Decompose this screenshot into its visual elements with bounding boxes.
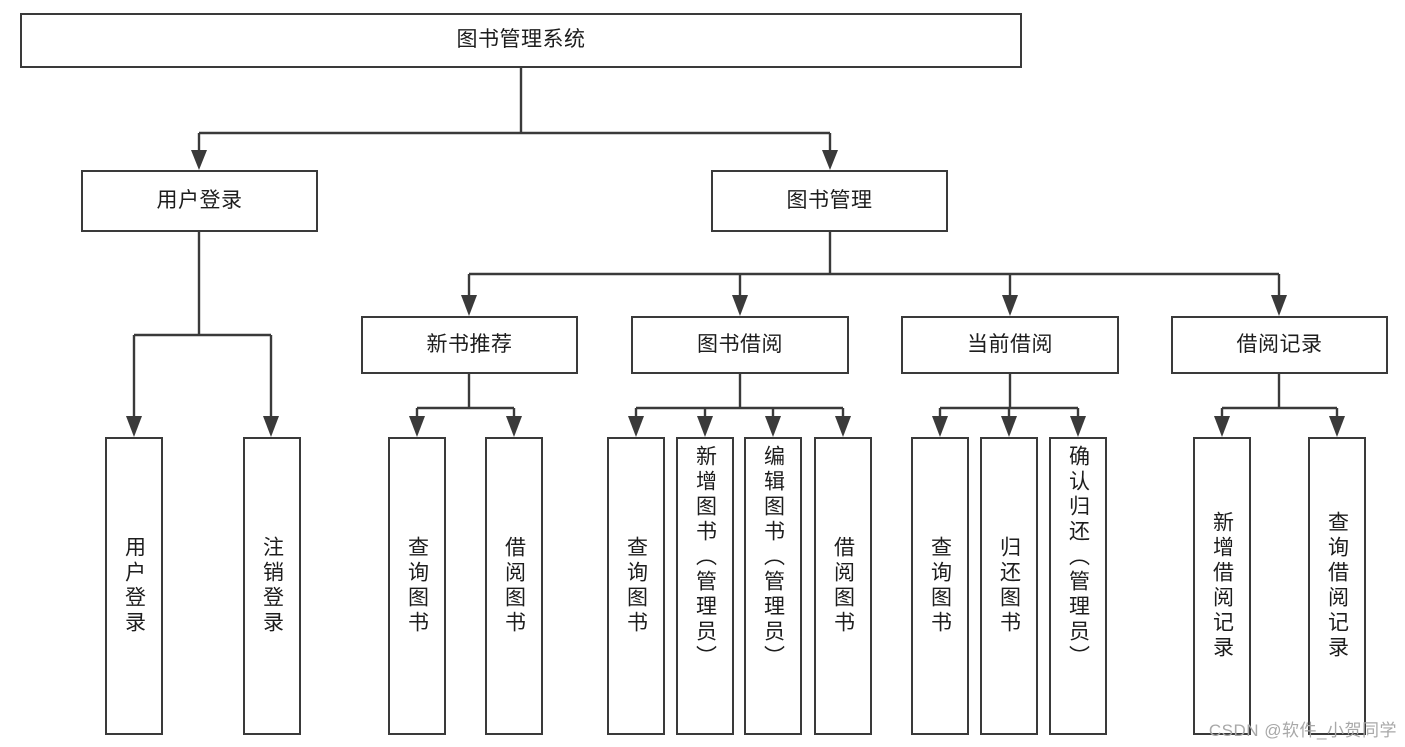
node-label-current-borrow: 当前借阅: [967, 332, 1053, 356]
leaf-borrow-edit-book[interactable]: 编辑图书（管理员）: [744, 437, 802, 735]
leaf-borrow-add-book[interactable]: 新增图书（管理员）: [676, 437, 734, 735]
arrow-level3-1: [461, 295, 477, 316]
leaf-label-user-login-logout: 注销登录: [260, 536, 284, 636]
arrow-level3-2: [732, 295, 748, 316]
leaf-label-borrow-borrow-book: 借阅图书: [831, 536, 855, 636]
leaf-current-query-book[interactable]: 查询图书: [911, 437, 969, 735]
leaf-current-return-book[interactable]: 归还图书: [980, 437, 1038, 735]
arrow-newbook-leaf-1: [409, 416, 425, 437]
arrow-userlogin-leaf-1: [126, 416, 142, 437]
arrow-current-leaf-3: [1070, 416, 1086, 437]
arrow-borrow-leaf-3: [765, 416, 781, 437]
node-label-root: 图书管理系统: [456, 28, 586, 52]
node-current-borrow[interactable]: 当前借阅: [901, 316, 1119, 374]
node-label-book-management: 图书管理: [786, 188, 873, 212]
node-label-new-book-recommend: 新书推荐: [426, 332, 513, 356]
leaf-borrow-query-book[interactable]: 查询图书: [607, 437, 665, 735]
leaf-borrow-borrow-book[interactable]: 借阅图书: [814, 437, 872, 735]
csdn-watermark: CSDN @软件_小贺同学: [1208, 721, 1397, 740]
node-label-user-login: 用户登录: [156, 188, 243, 212]
node-label-book-borrow: 图书借阅: [697, 332, 783, 356]
leaf-label-record-query-record: 查询借阅记录: [1325, 511, 1349, 661]
leaf-label-current-return-book: 归还图书: [997, 536, 1021, 636]
leaf-label-user-login-login: 用户登录: [122, 536, 146, 636]
arrow-level3-3: [1002, 295, 1018, 316]
leaf-new-book-borrow[interactable]: 借阅图书: [485, 437, 543, 735]
arrow-level2-right: [822, 150, 838, 170]
node-label-borrow-record: 借阅记录: [1236, 332, 1323, 356]
arrow-record-leaf-1: [1214, 416, 1230, 437]
leaf-label-borrow-edit-book: 编辑图书（管理员）: [761, 445, 785, 670]
leaf-user-login-logout[interactable]: 注销登录: [243, 437, 301, 735]
node-new-book-recommend[interactable]: 新书推荐: [361, 316, 578, 374]
leaf-current-confirm-return[interactable]: 确认归还（管理员）: [1049, 437, 1107, 735]
leaf-user-login-login[interactable]: 用户登录: [105, 437, 163, 735]
arrow-borrow-leaf-4: [835, 416, 851, 437]
arrow-borrow-leaf-1: [628, 416, 644, 437]
node-book-borrow[interactable]: 图书借阅: [631, 316, 849, 374]
node-book-management[interactable]: 图书管理: [711, 170, 948, 232]
node-root-system[interactable]: 图书管理系统: [20, 13, 1022, 68]
arrow-borrow-leaf-2: [697, 416, 713, 437]
node-user-login[interactable]: 用户登录: [81, 170, 318, 232]
leaf-new-book-query[interactable]: 查询图书: [388, 437, 446, 735]
arrow-level3-4: [1271, 295, 1287, 316]
node-borrow-record[interactable]: 借阅记录: [1171, 316, 1388, 374]
leaf-label-current-confirm-return: 确认归还（管理员）: [1066, 445, 1090, 670]
leaf-label-borrow-add-book: 新增图书（管理员）: [693, 445, 717, 670]
leaf-record-add-record[interactable]: 新增借阅记录: [1193, 437, 1251, 735]
arrow-record-leaf-2: [1329, 416, 1345, 437]
arrow-level2-left: [191, 150, 207, 170]
arrow-current-leaf-1: [932, 416, 948, 437]
leaf-label-borrow-query-book: 查询图书: [624, 536, 648, 636]
arrow-userlogin-leaf-2: [263, 416, 279, 437]
leaf-label-new-book-borrow: 借阅图书: [502, 536, 526, 636]
leaf-label-new-book-query: 查询图书: [405, 536, 429, 636]
leaf-record-query-record[interactable]: 查询借阅记录: [1308, 437, 1366, 735]
leaf-label-record-add-record: 新增借阅记录: [1210, 511, 1234, 661]
arrow-newbook-leaf-2: [506, 416, 522, 437]
leaf-label-current-query-book: 查询图书: [928, 536, 952, 636]
arrow-current-leaf-2: [1001, 416, 1017, 437]
